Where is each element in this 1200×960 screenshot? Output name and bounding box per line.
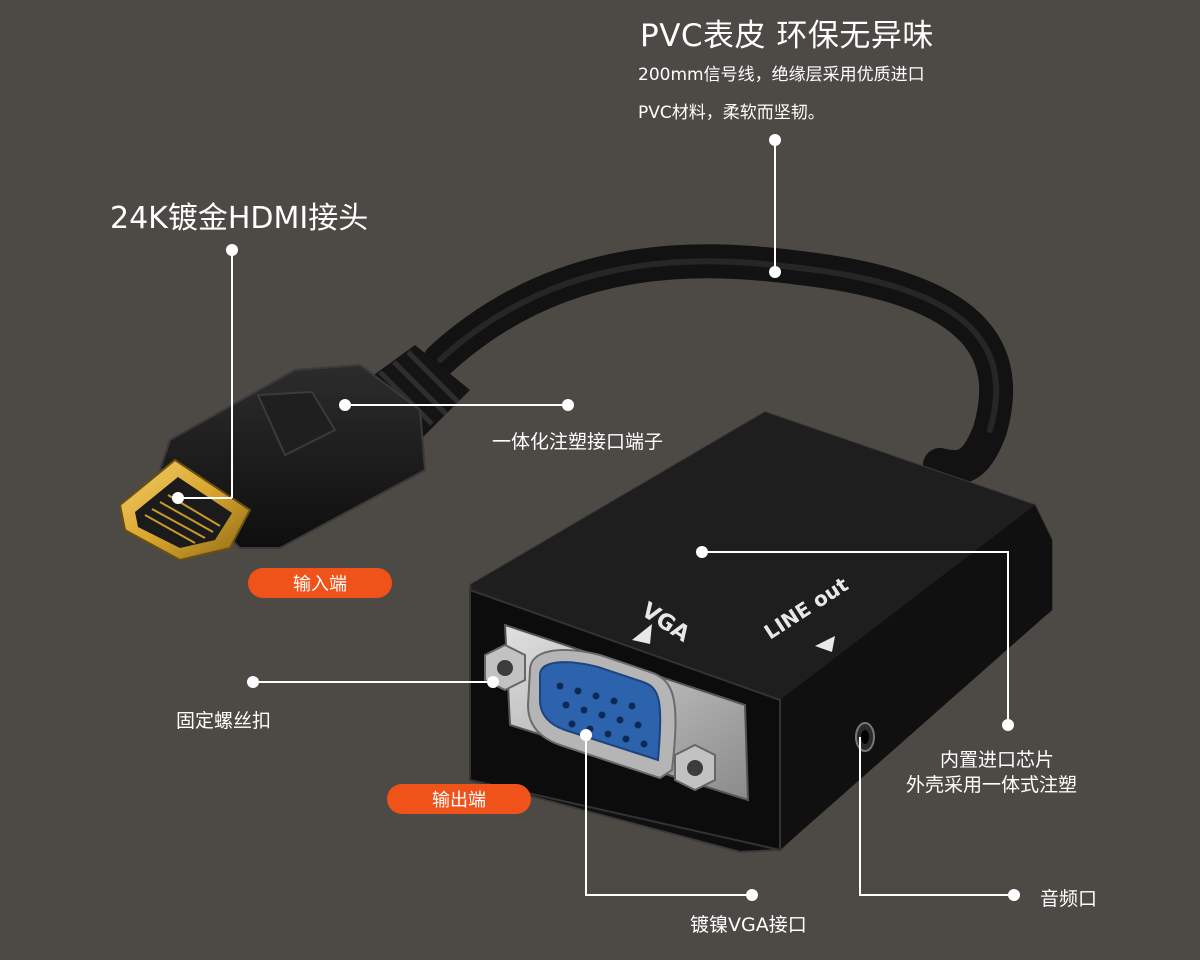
input-badge: 输入端 [248,568,392,598]
chip-label-line2: 外壳采用一体式注塑 [906,774,1078,796]
output-badge: 输出端 [387,784,531,814]
pvc-desc-line1: 200mm信号线，绝缘层采用优质进口 [638,65,925,85]
hdmi-plug [118,345,470,562]
screw-right [674,743,716,792]
vga-port [484,623,750,802]
molded-terminal-label: 一体化注塑接口端子 [492,431,664,453]
pvc-desc-line2: PVC材料，柔软而坚韧。 [638,103,825,123]
leader-dots [172,134,1020,901]
audio-jack [855,722,875,752]
chip-label-line1: 内置进口芯片 [940,749,1055,771]
leader-lines [178,140,1014,896]
hdmi-title: 24K镀金HDMI接头 [110,201,369,236]
vga-port-label: 镀镍VGA接口 [690,914,807,936]
audio-label: 音频口 [1040,888,1098,910]
pvc-title: PVC表皮 环保无异味 [640,18,934,54]
screws-label: 固定螺丝扣 [176,710,272,732]
